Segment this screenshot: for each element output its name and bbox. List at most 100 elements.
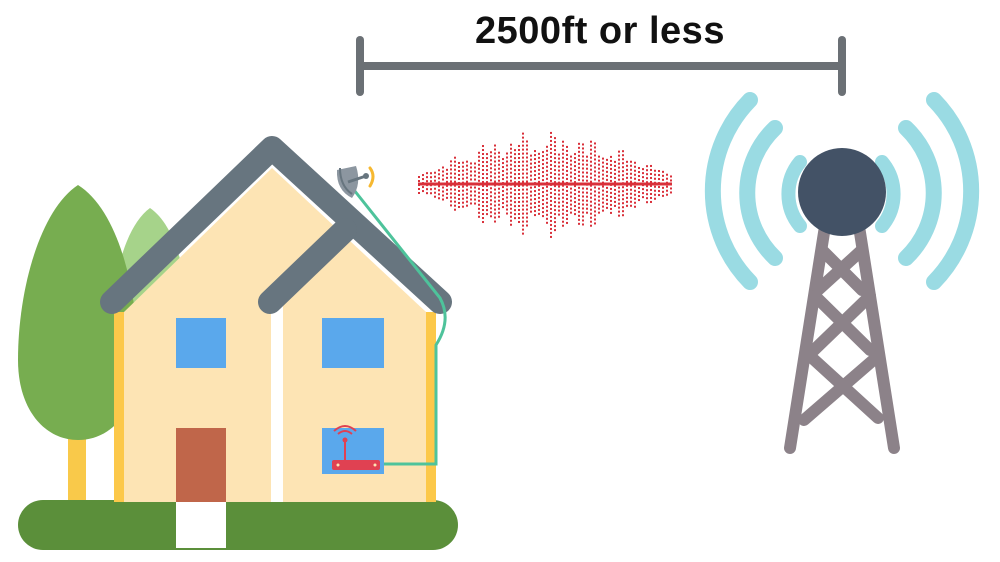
wave-dot — [562, 152, 564, 155]
wave-dot — [450, 176, 452, 179]
wave-dot — [510, 211, 512, 214]
wave-dot — [470, 170, 472, 173]
wave-dot — [454, 168, 456, 171]
wave-dot — [554, 157, 556, 160]
wave-dot — [562, 192, 564, 195]
wave-dot — [554, 229, 556, 232]
wave-dot — [550, 215, 552, 218]
wave-dot — [454, 172, 456, 175]
wave-dot — [550, 191, 552, 194]
wave-dot — [482, 181, 484, 184]
wave-dot — [546, 173, 548, 176]
wave-dot — [482, 205, 484, 208]
wave-dot — [590, 152, 592, 155]
wave-dot — [510, 143, 512, 146]
wave-dot — [518, 200, 520, 203]
wave-dot — [546, 209, 548, 212]
wave-dot — [566, 209, 568, 212]
wave-dot — [522, 232, 524, 235]
wave-dot — [518, 152, 520, 155]
wave-dot — [606, 194, 608, 197]
wave-dot — [470, 178, 472, 181]
wave-dot — [598, 207, 600, 210]
wave-dot — [550, 143, 552, 146]
wave-dot — [482, 165, 484, 168]
wave-dot — [598, 175, 600, 178]
wave-dot — [646, 169, 648, 172]
wave-dot — [550, 231, 552, 234]
wave-dot — [502, 162, 504, 165]
wave-dot — [518, 220, 520, 223]
wave-dot — [510, 199, 512, 202]
wave-dot — [654, 193, 656, 196]
wave-dot — [566, 221, 568, 224]
wave-dot — [502, 206, 504, 209]
wave-dot — [462, 185, 464, 188]
wave-dot — [558, 161, 560, 164]
wave-dot — [490, 215, 492, 218]
wave-dot — [578, 186, 580, 189]
wave-dot — [434, 191, 436, 194]
wave-dot — [522, 192, 524, 195]
wave-dot — [542, 171, 544, 174]
wave-dot — [458, 201, 460, 204]
wave-dot — [486, 181, 488, 184]
wave-dot — [530, 158, 532, 161]
wave-dot — [514, 157, 516, 160]
wave-dot — [614, 160, 616, 163]
wave-dot — [558, 205, 560, 208]
wave-dot — [574, 161, 576, 164]
wave-dot — [522, 168, 524, 171]
wave-dot — [610, 179, 612, 182]
wave-dot — [530, 206, 532, 209]
wave-dot — [534, 170, 536, 173]
wave-dot — [514, 161, 516, 164]
wave-dot — [502, 186, 504, 189]
wave-dot — [494, 216, 496, 219]
wave-dot — [602, 157, 604, 160]
wave-dot — [618, 158, 620, 161]
wave-dot — [518, 204, 520, 207]
wave-dot — [590, 156, 592, 159]
wave-dot — [478, 159, 480, 162]
wave-dot — [646, 201, 648, 204]
wave-dot — [606, 158, 608, 161]
wave-dot — [618, 210, 620, 213]
wave-dot — [570, 155, 572, 158]
wave-dot — [634, 193, 636, 196]
wave-dot — [582, 203, 584, 206]
wave-dot — [430, 172, 432, 175]
wave-dot — [454, 200, 456, 203]
wave-dot — [422, 174, 424, 177]
wave-dot — [490, 195, 492, 198]
wave-dot — [474, 186, 476, 189]
wave-dot — [526, 156, 528, 159]
wave-dot — [578, 178, 580, 181]
wave-dot — [618, 166, 620, 169]
wave-dot — [590, 216, 592, 219]
wave-dot — [602, 165, 604, 168]
wave-dot — [518, 188, 520, 191]
wave-dot — [566, 205, 568, 208]
wave-dot — [510, 207, 512, 210]
wave-dot — [586, 211, 588, 214]
wave-dot — [562, 156, 564, 159]
wave-dot — [626, 204, 628, 207]
wave-dot — [486, 205, 488, 208]
wave-dot — [550, 219, 552, 222]
wave-dot — [546, 193, 548, 196]
wave-dot — [522, 204, 524, 207]
wave-dot — [590, 192, 592, 195]
wave-dot — [466, 180, 468, 183]
wave-dot — [566, 185, 568, 188]
wave-dot — [554, 145, 556, 148]
wave-dot — [582, 143, 584, 146]
signal-waveform — [418, 131, 672, 238]
wave-dot — [586, 175, 588, 178]
wave-dot — [630, 188, 632, 191]
wave-dot — [498, 195, 500, 198]
wave-dot — [442, 174, 444, 177]
wave-dot — [526, 208, 528, 211]
wave-dot — [502, 198, 504, 201]
wave-dot — [438, 193, 440, 196]
